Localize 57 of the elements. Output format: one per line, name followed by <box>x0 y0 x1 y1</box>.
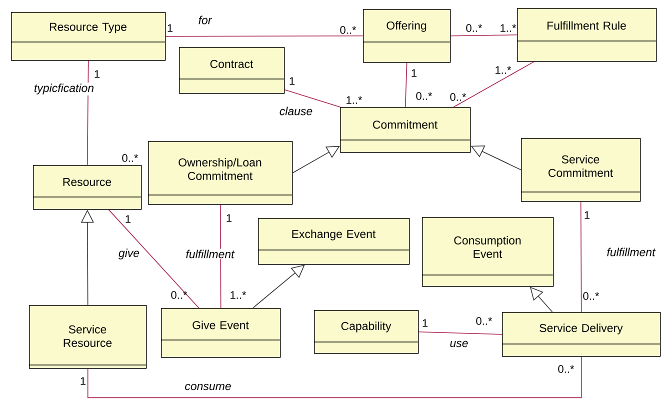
edge-label: use <box>448 340 470 348</box>
multiplicity-label: 1 <box>80 377 86 385</box>
edge-label: typicfication <box>32 82 96 96</box>
multiplicity-label: 1 <box>126 215 131 223</box>
class-box: Fulfillment Rule <box>516 8 657 62</box>
multiplicity-label: 1 <box>226 214 232 222</box>
edge-label: fulfillment <box>184 248 236 260</box>
association-line <box>220 204 222 308</box>
association-line <box>87 356 582 398</box>
class-box: Service Commitment <box>520 138 641 202</box>
association-line <box>86 60 89 166</box>
class-box: Ownership/Loan Commitment <box>148 141 293 205</box>
class-box: Capability <box>314 310 419 354</box>
generalization-arrow <box>252 264 305 308</box>
edge-label: consume <box>184 382 232 392</box>
multiplicity-label: 0..* <box>416 92 432 100</box>
multiplicity-label: 0..* <box>583 292 600 300</box>
edge-label: fulfillment <box>606 246 656 258</box>
association-line <box>165 35 364 37</box>
multiplicity-label: 1..* <box>230 291 246 299</box>
association-line <box>450 34 518 36</box>
association-line <box>404 62 408 108</box>
multiplicity-label: 0..* <box>340 26 356 34</box>
multiplicity-label: 1 <box>584 211 590 219</box>
class-box: Give Event <box>160 308 281 358</box>
association-line <box>580 201 582 312</box>
multiplicity-label: 1..* <box>500 24 516 32</box>
multiplicity-label: 1 <box>290 77 295 85</box>
multiplicity-label: 1..* <box>346 96 362 104</box>
multiplicity-label: 1..* <box>496 66 512 74</box>
multiplicity-label: 0..* <box>466 24 482 32</box>
association-line <box>284 89 340 108</box>
edge-label: give <box>117 248 141 260</box>
class-box: Offering <box>362 9 451 63</box>
association-line <box>453 61 534 108</box>
multiplicity-label: 0..* <box>122 154 138 162</box>
multiplicity-label: 1 <box>412 69 417 77</box>
multiplicity-label: 1 <box>94 70 100 78</box>
multiplicity-label: 0..* <box>450 93 466 101</box>
multiplicity-label: 0..* <box>558 365 574 373</box>
class-box: Service Resource <box>28 305 147 369</box>
class-box: Service Delivery <box>502 312 661 357</box>
class-box: Commitment <box>340 107 471 153</box>
class-box: Consumption Event <box>422 217 554 287</box>
class-box: Resource Type <box>10 12 166 61</box>
class-box: Resource <box>32 165 142 210</box>
multiplicity-label: 0..* <box>476 317 492 325</box>
multiplicity-label: 1 <box>422 319 428 327</box>
edge-label: for <box>197 14 213 26</box>
class-box: Exchange Event <box>258 218 410 265</box>
edge-label: clause <box>278 106 314 116</box>
association-line <box>418 331 502 335</box>
association-line <box>108 209 200 308</box>
class-box: Contract <box>178 47 285 94</box>
multiplicity-label: 1 <box>168 24 173 32</box>
generalization-arrow <box>292 146 340 174</box>
multiplicity-label: 0..* <box>171 291 188 299</box>
